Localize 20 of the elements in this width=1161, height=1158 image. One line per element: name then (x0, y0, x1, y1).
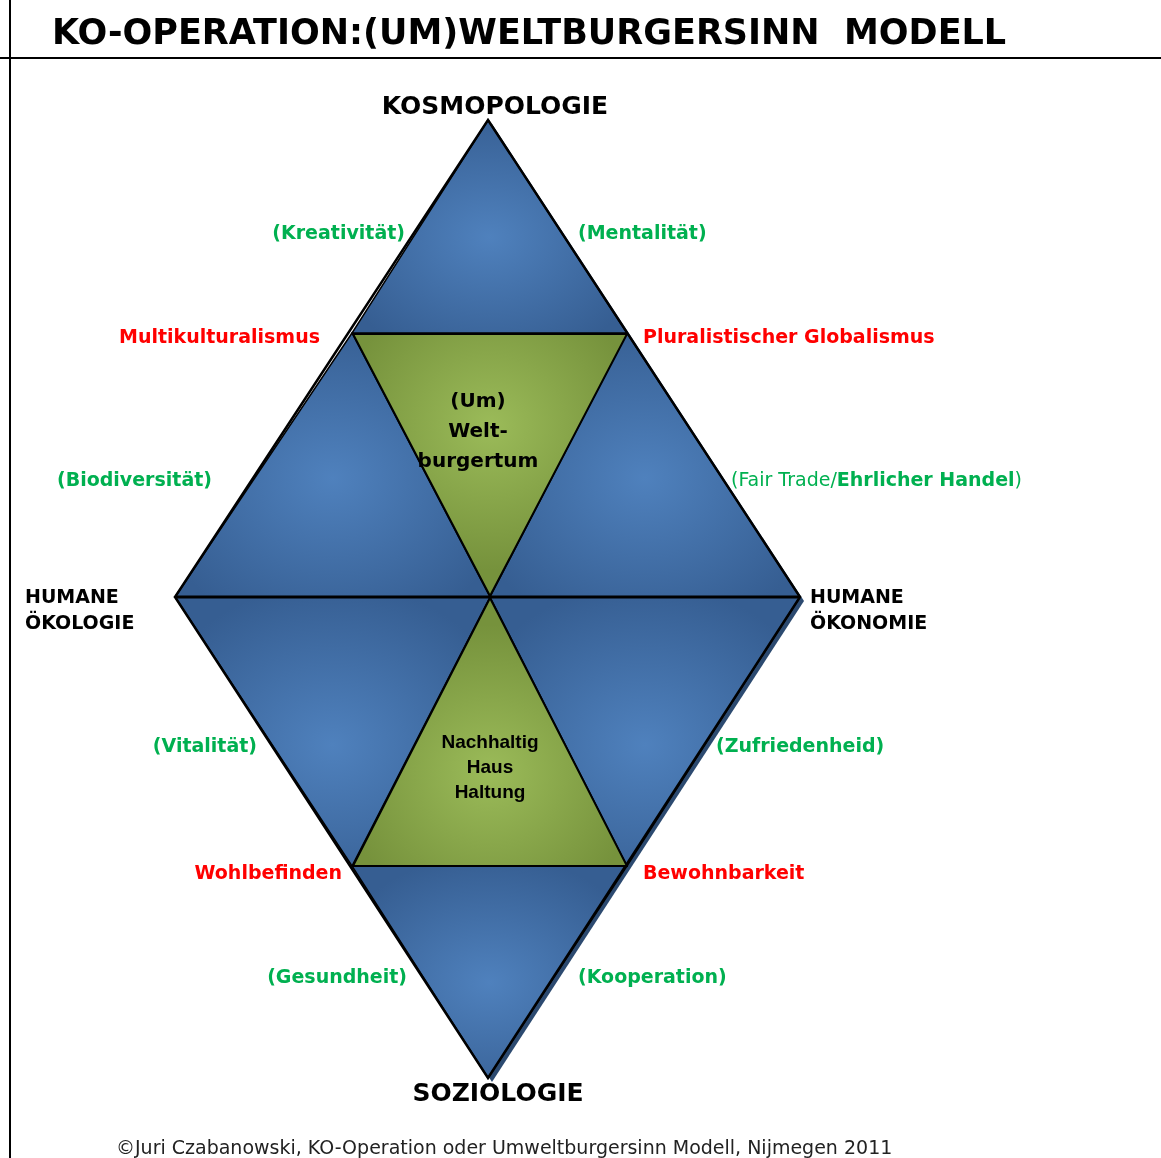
value-label: Wohlbefinden (194, 859, 342, 885)
value-label: (Gesundheit) (267, 963, 407, 989)
value-label: Pluralistischer Globalismus (643, 323, 935, 349)
axis-label: SOZIOLOGIE (412, 1077, 584, 1110)
value-label: (Mentalität) (578, 219, 707, 245)
value-label: (Kooperation) (578, 963, 727, 989)
caption: ©Juri Czabanowski, KO-Operation oder Umweltburgersinn Modell, Nijmegen 2011 (116, 1135, 893, 1158)
value-label: (Vitalität) (152, 732, 257, 758)
value-label: Bewohnbarkeit (643, 859, 805, 885)
axis-label: KOSMOPOLOGIE (381, 90, 609, 123)
title: KO-OPERATION:(UM)WELTBURGERSINN MODELL (52, 11, 1007, 54)
axis-label: HUMANE ÖKONOMIE (810, 584, 929, 635)
value-label: (Zufriedenheid) (716, 732, 885, 758)
triangle-label: Nachhaltig Haus Haltung (441, 730, 539, 804)
value-label: (Kreativität) (272, 219, 405, 245)
value-label: (Biodiversität) (57, 466, 212, 492)
value-label: Multikulturalismus (119, 323, 320, 349)
triangle-label: (Um) Welt- burgertum (417, 387, 539, 474)
axis-label: HUMANE ÖKOLOGIE (25, 584, 136, 635)
value-label: (Fair Trade/Ehrlicher Handel) (731, 466, 1023, 492)
